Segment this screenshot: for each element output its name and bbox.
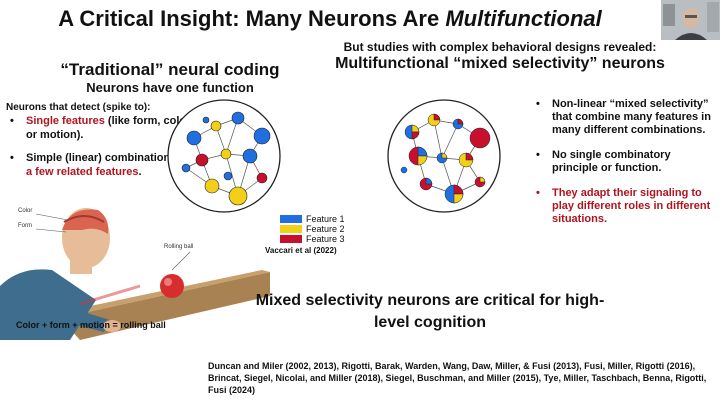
mixed-selectivity-heading-line1: But studies with complex behavioral desi… bbox=[343, 40, 657, 54]
feature-legend: Feature 1 Feature 2 Feature 3 bbox=[280, 214, 345, 244]
left-bullet-list: Single features (like form, color, or mo… bbox=[6, 114, 196, 188]
right-bullet-1: Non-linear “mixed selectivity” that comb… bbox=[532, 98, 712, 137]
conclusion-statement: Mixed selectivity neurons are critical f… bbox=[255, 292, 605, 331]
legend-item-1: Feature 1 bbox=[280, 214, 345, 224]
right-bullet-3: They adapt their signaling to play diffe… bbox=[532, 187, 712, 226]
webcam-thumbnail bbox=[661, 0, 720, 40]
title-emphasis: Multifunctional bbox=[445, 6, 602, 31]
mixed-selectivity-network-diagram bbox=[387, 99, 501, 213]
left-bullet-1: Single features (like form, color, or mo… bbox=[6, 114, 196, 142]
mixed-selectivity-heading-line2: Multifunctional “mixed selectivity” neur… bbox=[335, 55, 665, 72]
rolling-ball-illustration bbox=[0, 208, 270, 340]
form-label: Form bbox=[18, 223, 32, 229]
legend-swatch-red bbox=[280, 235, 302, 243]
traditional-heading: “Traditional” neural coding bbox=[60, 60, 280, 79]
legend-swatch-yellow bbox=[280, 225, 302, 233]
single-feature-network-diagram bbox=[167, 99, 281, 213]
title-text: A Critical Insight: Many Neurons Are bbox=[58, 6, 446, 31]
detect-intro: Neurons that detect (spike to): bbox=[6, 102, 151, 113]
references: Duncan and Miler (2002, 2013), Rigotti, … bbox=[208, 361, 707, 395]
traditional-subheading: Neurons have one function bbox=[86, 80, 254, 95]
illustration-caption: Color + form + motion = rolling ball bbox=[16, 320, 166, 330]
right-bullet-2: No single combinatory principle or funct… bbox=[532, 149, 712, 175]
slide-title: A Critical Insight: Many Neurons Are Mul… bbox=[0, 6, 660, 32]
legend-item-3: Feature 3 bbox=[280, 234, 345, 244]
legend-swatch-blue bbox=[280, 215, 302, 223]
left-bullet-2: Simple (linear) combinations of a few re… bbox=[6, 151, 196, 179]
figure-citation: Vaccari et al (2022) bbox=[265, 246, 337, 255]
rolling-ball-label: Rolling ball bbox=[164, 244, 194, 250]
color-label: Color bbox=[18, 208, 33, 214]
legend-item-2: Feature 2 bbox=[280, 224, 345, 234]
right-bullet-list: Non-linear “mixed selectivity” that comb… bbox=[532, 98, 712, 238]
presenter-image bbox=[661, 0, 720, 40]
